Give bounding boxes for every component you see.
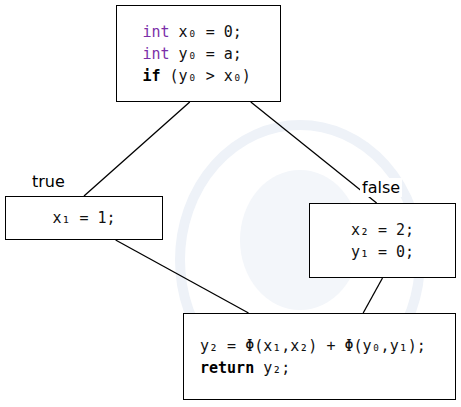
branch-label: true — [30, 172, 67, 191]
code-block: y₂ = Φ(x₁,x₂) + Φ(y₀,y₁);return y₂; — [183, 313, 456, 400]
control-flow-edge — [116, 240, 249, 313]
code-line: y₁ = 0; — [351, 241, 414, 263]
control-flow-edge — [251, 102, 377, 203]
code-line: int y₀ = a; — [143, 43, 242, 65]
code-line: return y₂; — [200, 357, 290, 379]
code-block: x₁ = 1; — [5, 196, 163, 240]
control-flow-edge — [363, 278, 382, 313]
control-flow-edge — [84, 102, 190, 196]
code-line: x₂ = 2; — [351, 219, 414, 241]
code-block: int x₀ = 0;int y₀ = a;if (y₀ > x₀) — [116, 5, 281, 102]
code-block: x₂ = 2;y₁ = 0; — [309, 203, 456, 278]
code-line: if (y₀ > x₀) — [143, 65, 251, 87]
branch-label: false — [360, 178, 402, 197]
code-line: int x₀ = 0; — [143, 21, 242, 43]
code-line: x₁ = 1; — [52, 207, 115, 229]
code-line: y₂ = Φ(x₁,x₂) + Φ(y₀,y₁); — [200, 335, 426, 357]
